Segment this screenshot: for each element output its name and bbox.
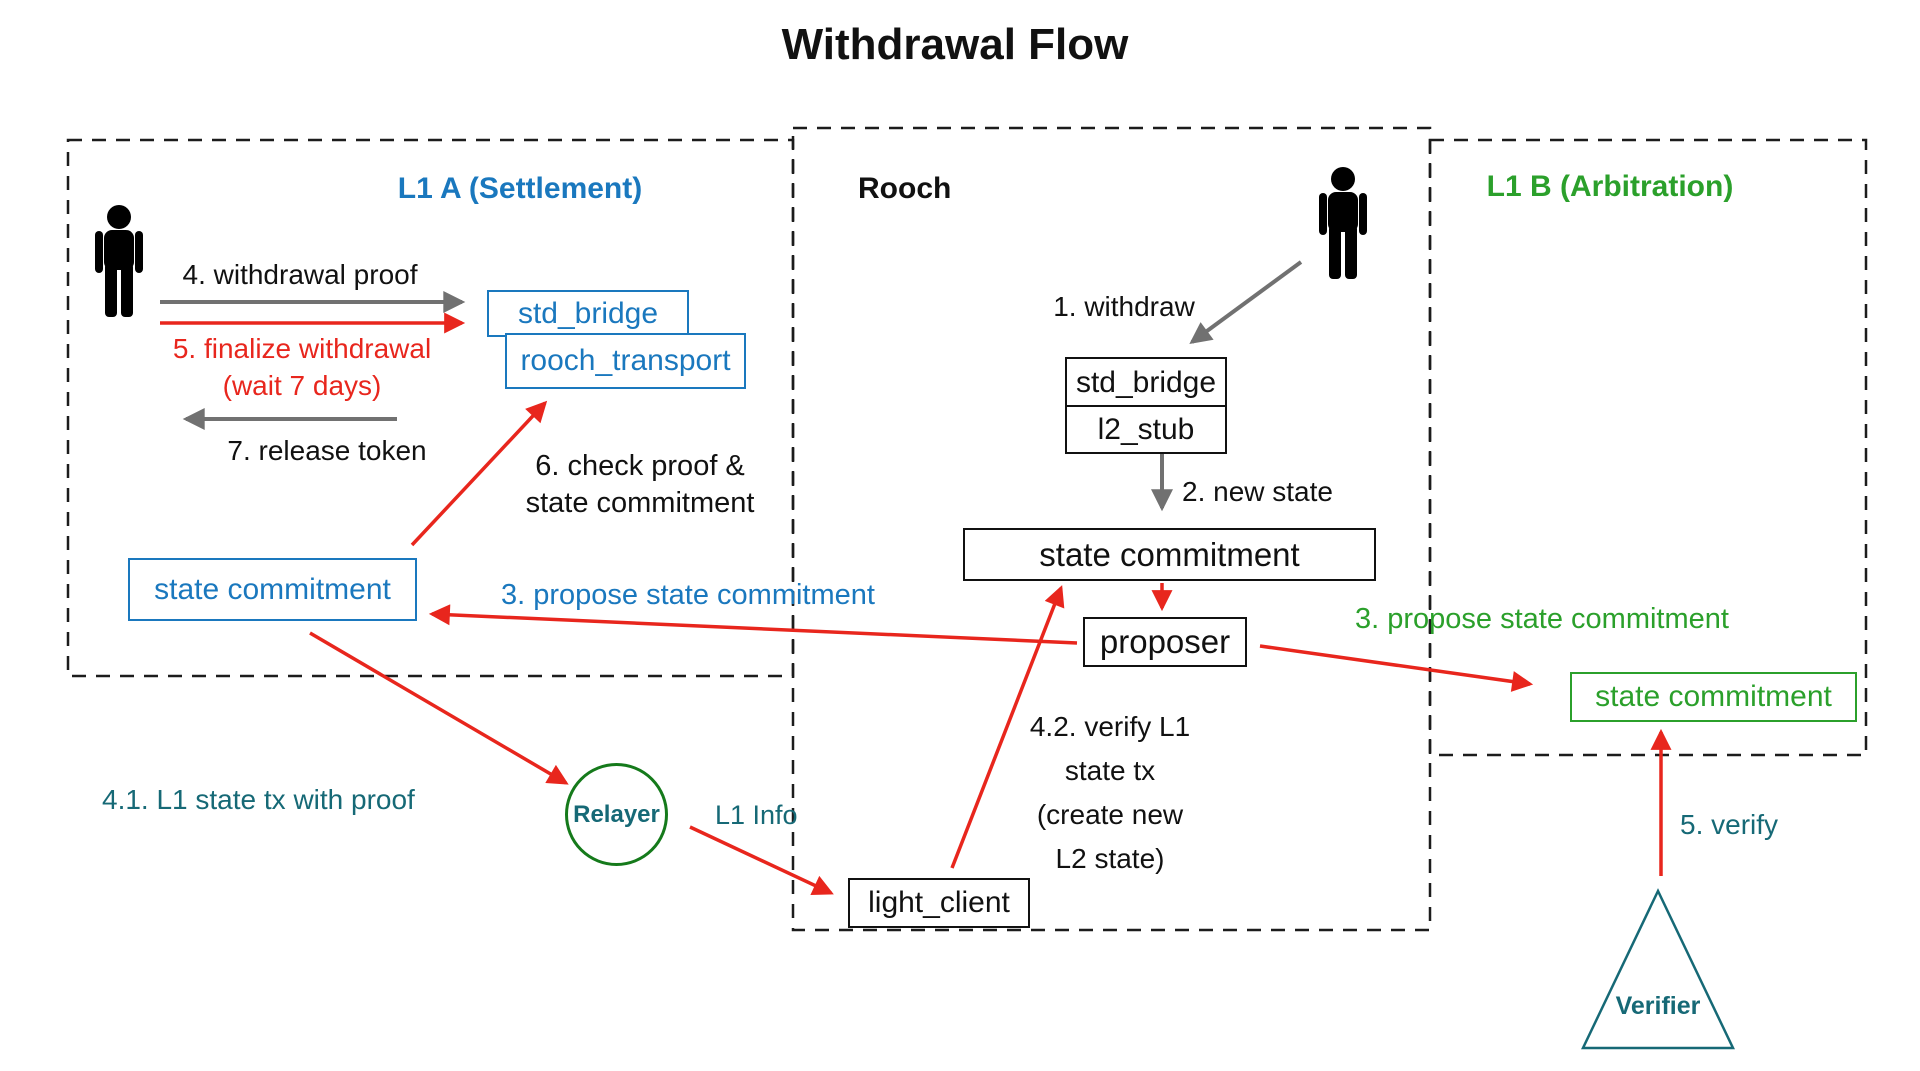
proposer-label: proposer	[1099, 623, 1231, 660]
label-step41-l1-state-tx: 4.1. L1 state tx with proof	[102, 784, 415, 815]
relayer-node: Relayer	[565, 763, 668, 866]
label-step42-line3: (create new	[1036, 799, 1184, 830]
label-step6-line2: state commitment	[525, 487, 755, 519]
l1a-section-header: L1 A (Settlement)	[397, 172, 643, 205]
rooch-section-header: Rooch	[858, 172, 952, 205]
arrow-6-check-proof	[410, 400, 548, 547]
std-bridge-label-rooch: std_bridge	[1075, 366, 1217, 399]
rooch-transport-box: rooch_transport	[505, 333, 746, 389]
label-step2-new-state: 2. new state	[1182, 476, 1333, 507]
user-icon-l1a	[95, 205, 143, 317]
relayer-label: Relayer	[573, 800, 660, 828]
std-bridge-box-rooch: std_bridge	[1065, 357, 1227, 409]
label-step5-wait: (wait 7 days)	[222, 370, 382, 401]
state-commitment-box-l1b: state commitment	[1570, 672, 1857, 722]
state-commitment-label-l1b: state commitment	[1595, 680, 1832, 713]
state-commitment-box-rooch: state commitment	[963, 528, 1376, 581]
state-commitment-label-rooch: state commitment	[1039, 535, 1300, 573]
label-step4-withdrawal-proof: 4. withdrawal proof	[182, 259, 418, 290]
label-step3-propose-l1b: 3. propose state commitment	[1355, 603, 1729, 635]
arrow-1-withdraw	[1189, 260, 1303, 344]
user-icon-rooch	[1319, 167, 1367, 279]
proposer-box: proposer	[1083, 617, 1247, 667]
label-l1-info: L1 Info	[715, 800, 798, 830]
light-client-box: light_client	[848, 878, 1030, 928]
l1b-section-header: L1 B (Arbitration)	[1486, 170, 1734, 203]
label-step6-line1: 6. check proof &	[535, 450, 745, 482]
label-step3-propose-l1a: 3. propose state commitment	[501, 579, 875, 611]
arrow-l1-info-to-light-client	[689, 825, 834, 895]
arrow-3-propose-to-l1a	[428, 604, 1078, 645]
label-step42-line4: L2 state)	[1055, 843, 1165, 874]
page-title: Withdrawal Flow	[781, 20, 1129, 69]
state-commitment-box-l1a: state commitment	[128, 558, 417, 621]
verifier-label: Verifier	[1615, 992, 1701, 1020]
arrow-41-state-tx-to-relayer	[309, 631, 569, 785]
label-step42-line1: 4.2. verify L1	[1029, 711, 1191, 742]
verifier-triangle	[1581, 888, 1735, 1050]
std-bridge-label-l1a: std_bridge	[517, 296, 659, 330]
arrow-42-verify-l1-state	[950, 585, 1065, 869]
label-step7-release-token: 7. release token	[227, 435, 427, 466]
label-step5-finalize: 5. finalize withdrawal	[172, 333, 432, 364]
state-commitment-label-l1a: state commitment	[154, 572, 391, 606]
std-bridge-box-l1a: std_bridge	[487, 290, 689, 337]
label-step1-withdraw: 1. withdraw	[1053, 291, 1195, 322]
light-client-label: light_client	[868, 886, 1010, 919]
l1b-section-frame	[1428, 138, 1868, 757]
l2-stub-box: l2_stub	[1065, 405, 1227, 454]
label-step5-verify: 5. verify	[1680, 809, 1779, 840]
label-step42-line2: state tx	[1064, 755, 1156, 786]
l2-stub-label: l2_stub	[1097, 412, 1195, 446]
arrow-3-propose-to-l1b	[1259, 644, 1534, 692]
rooch-transport-label: rooch_transport	[520, 344, 731, 377]
